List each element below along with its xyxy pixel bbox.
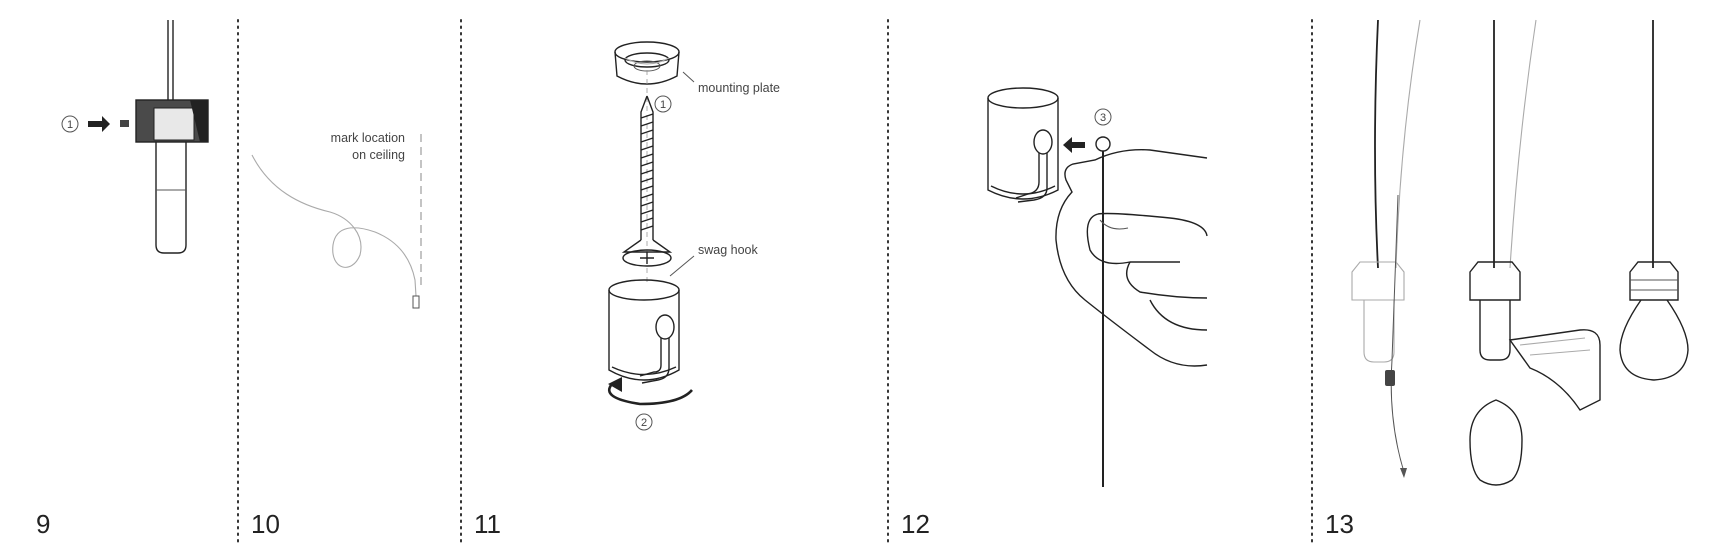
rotate-arrowhead <box>608 377 622 392</box>
marker-circle-2 <box>635 413 653 431</box>
cord <box>1374 19 1379 269</box>
marker-circle <box>1094 108 1112 126</box>
swag-hook <box>987 87 1059 203</box>
pendant-b <box>1469 19 1601 486</box>
arrowhead <box>1400 468 1407 478</box>
step-13-panel: 13 <box>1325 19 1689 539</box>
step-number: 12 <box>901 509 930 539</box>
guide-line <box>1395 19 1421 269</box>
step-10-panel: mark location on ceiling 10 <box>251 131 422 539</box>
guide-line <box>1509 19 1537 269</box>
panel-dividers <box>237 19 1313 546</box>
cable-stop <box>1095 136 1111 152</box>
canopy-ring <box>1630 279 1678 291</box>
step-number: 10 <box>251 509 280 539</box>
canopy <box>1629 261 1679 301</box>
step-9-panel: 1 9 <box>36 20 209 539</box>
mounting-plate-leader <box>682 71 695 83</box>
set-screw <box>120 120 129 127</box>
loose-bulb <box>1469 399 1523 486</box>
marker-number: 1 <box>67 119 73 131</box>
cord <box>167 20 174 100</box>
swag-hook <box>608 279 680 384</box>
marker-circle-1 <box>654 95 672 113</box>
screw <box>621 95 673 267</box>
mounting-plate <box>614 41 680 85</box>
step-number: 13 <box>1325 509 1354 539</box>
pendant-c <box>1619 20 1689 381</box>
marker-number-2: 2 <box>641 417 647 429</box>
pendant-a <box>1351 19 1421 478</box>
step-12-panel: 3 12 <box>901 87 1208 539</box>
arrow-icon <box>1063 137 1085 153</box>
mark-location-label-1: mark location <box>331 131 405 145</box>
bulb <box>1619 299 1689 381</box>
rotate-arrow-icon <box>607 383 693 406</box>
arrow-icon <box>88 116 110 132</box>
clamp-shadow <box>190 100 208 142</box>
pliers <box>1508 329 1601 411</box>
feed-arrow <box>1390 194 1405 473</box>
step-number: 9 <box>36 509 50 539</box>
finger-2 <box>1126 261 1208 299</box>
clamp-face <box>153 107 195 141</box>
finger-1 <box>1097 212 1208 237</box>
cable-end <box>412 295 420 309</box>
marker-number-1: 1 <box>660 99 666 111</box>
swag-hook-label: swag hook <box>698 243 759 257</box>
mark-location-label-2: on ceiling <box>352 148 405 162</box>
marker-circle <box>61 115 79 133</box>
socket-body <box>155 142 187 254</box>
socket <box>1479 300 1511 361</box>
finger-3 <box>1149 299 1208 331</box>
socket <box>1363 300 1395 363</box>
canopy <box>1351 261 1405 301</box>
loose-cable <box>251 154 417 297</box>
thumb <box>1086 213 1180 265</box>
nail <box>1099 219 1129 230</box>
pliers-detail <box>1519 337 1591 356</box>
marker-number: 3 <box>1100 112 1106 124</box>
mounting-plate-label: mounting plate <box>698 81 780 95</box>
hand <box>1055 149 1208 367</box>
canopy <box>1469 261 1521 301</box>
step-11-panel: mounting plate 1 swag hook 2 11 <box>474 41 780 539</box>
swag-hook-leader <box>669 255 695 277</box>
set-screw <box>1385 370 1395 386</box>
step-number: 11 <box>474 509 501 539</box>
